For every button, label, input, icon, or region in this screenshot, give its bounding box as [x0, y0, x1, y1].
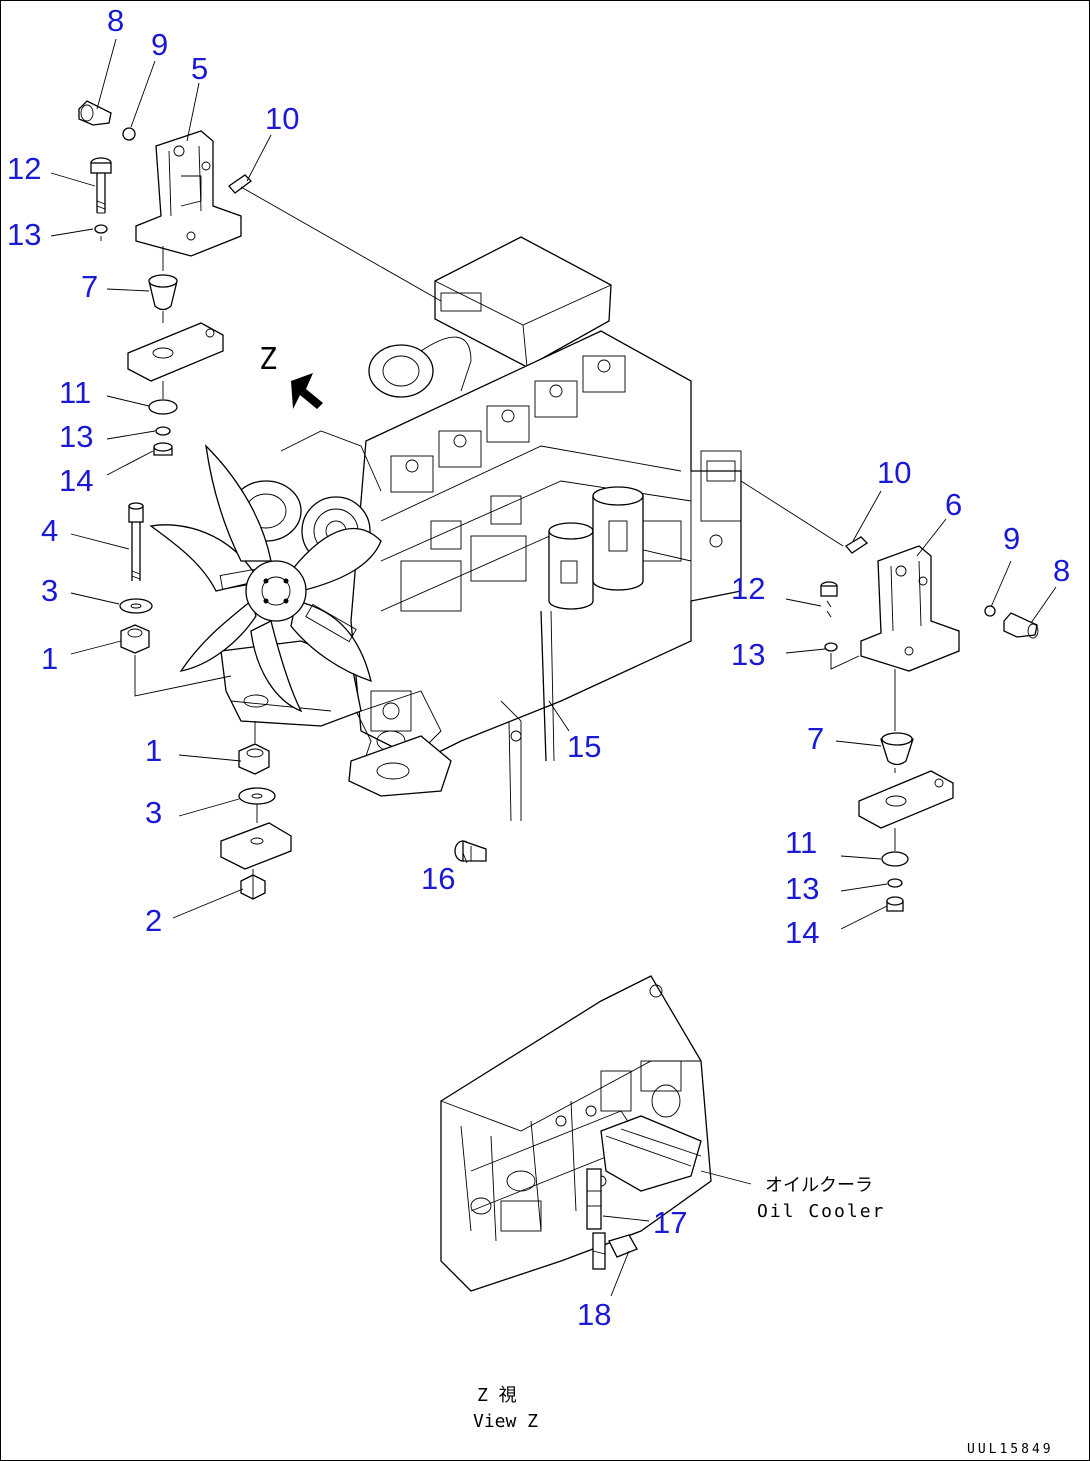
view-caption-jp: Z 視: [477, 1385, 517, 1406]
callout-labels: 8 9 5 10 12 13 7 11 13 14 4 3 1 1 3 2 10…: [7, 3, 1070, 1332]
callout-10: 10: [265, 101, 299, 136]
view-z-arrow: Z: [259, 342, 323, 409]
leader-lines: [50, 38, 1057, 1297]
callout-14: 14: [59, 463, 93, 498]
callout-12: 12: [7, 151, 41, 186]
callout-1: 1: [145, 733, 162, 768]
callout-14: 14: [785, 915, 819, 950]
callout-1: 1: [41, 641, 58, 676]
callout-4: 4: [41, 513, 58, 548]
left-mount-parts: [78, 100, 292, 900]
callout-5: 5: [191, 51, 208, 86]
callout-11: 11: [785, 825, 817, 860]
callout-7: 7: [807, 721, 824, 756]
view-caption-en: View Z: [473, 1411, 538, 1432]
cooling-fan: [149, 444, 382, 713]
callout-2: 2: [145, 903, 162, 938]
oil-cooler-label-en: Oil Cooler: [757, 1201, 885, 1222]
callout-13: 13: [7, 217, 41, 252]
oil-cooler-label-jp: オイルクーラ: [765, 1175, 873, 1196]
callout-16: 16: [421, 861, 455, 896]
callout-9: 9: [151, 27, 168, 62]
callout-17: 17: [653, 1205, 687, 1240]
callout-13: 13: [731, 637, 765, 672]
view-z-marker: Z: [259, 342, 277, 377]
callout-13: 13: [59, 419, 93, 454]
callout-18: 18: [577, 1297, 611, 1332]
callout-11: 11: [59, 375, 91, 410]
callout-3: 3: [41, 573, 58, 608]
callout-8: 8: [107, 3, 124, 38]
view-z-detail: [440, 975, 712, 1292]
right-mount-parts: [820, 536, 1039, 912]
bolt-16: [454, 840, 487, 862]
engine-assembly: [220, 236, 742, 822]
callout-15: 15: [567, 729, 601, 764]
callout-6: 6: [945, 487, 962, 522]
callout-9: 9: [1003, 521, 1020, 556]
callout-10: 10: [877, 455, 911, 490]
callout-12: 12: [731, 571, 765, 606]
callout-3: 3: [145, 795, 162, 830]
callout-8: 8: [1053, 553, 1070, 588]
callout-7: 7: [81, 269, 98, 304]
callout-13: 13: [785, 871, 819, 906]
drawing-code: UUL15849: [967, 1442, 1054, 1457]
